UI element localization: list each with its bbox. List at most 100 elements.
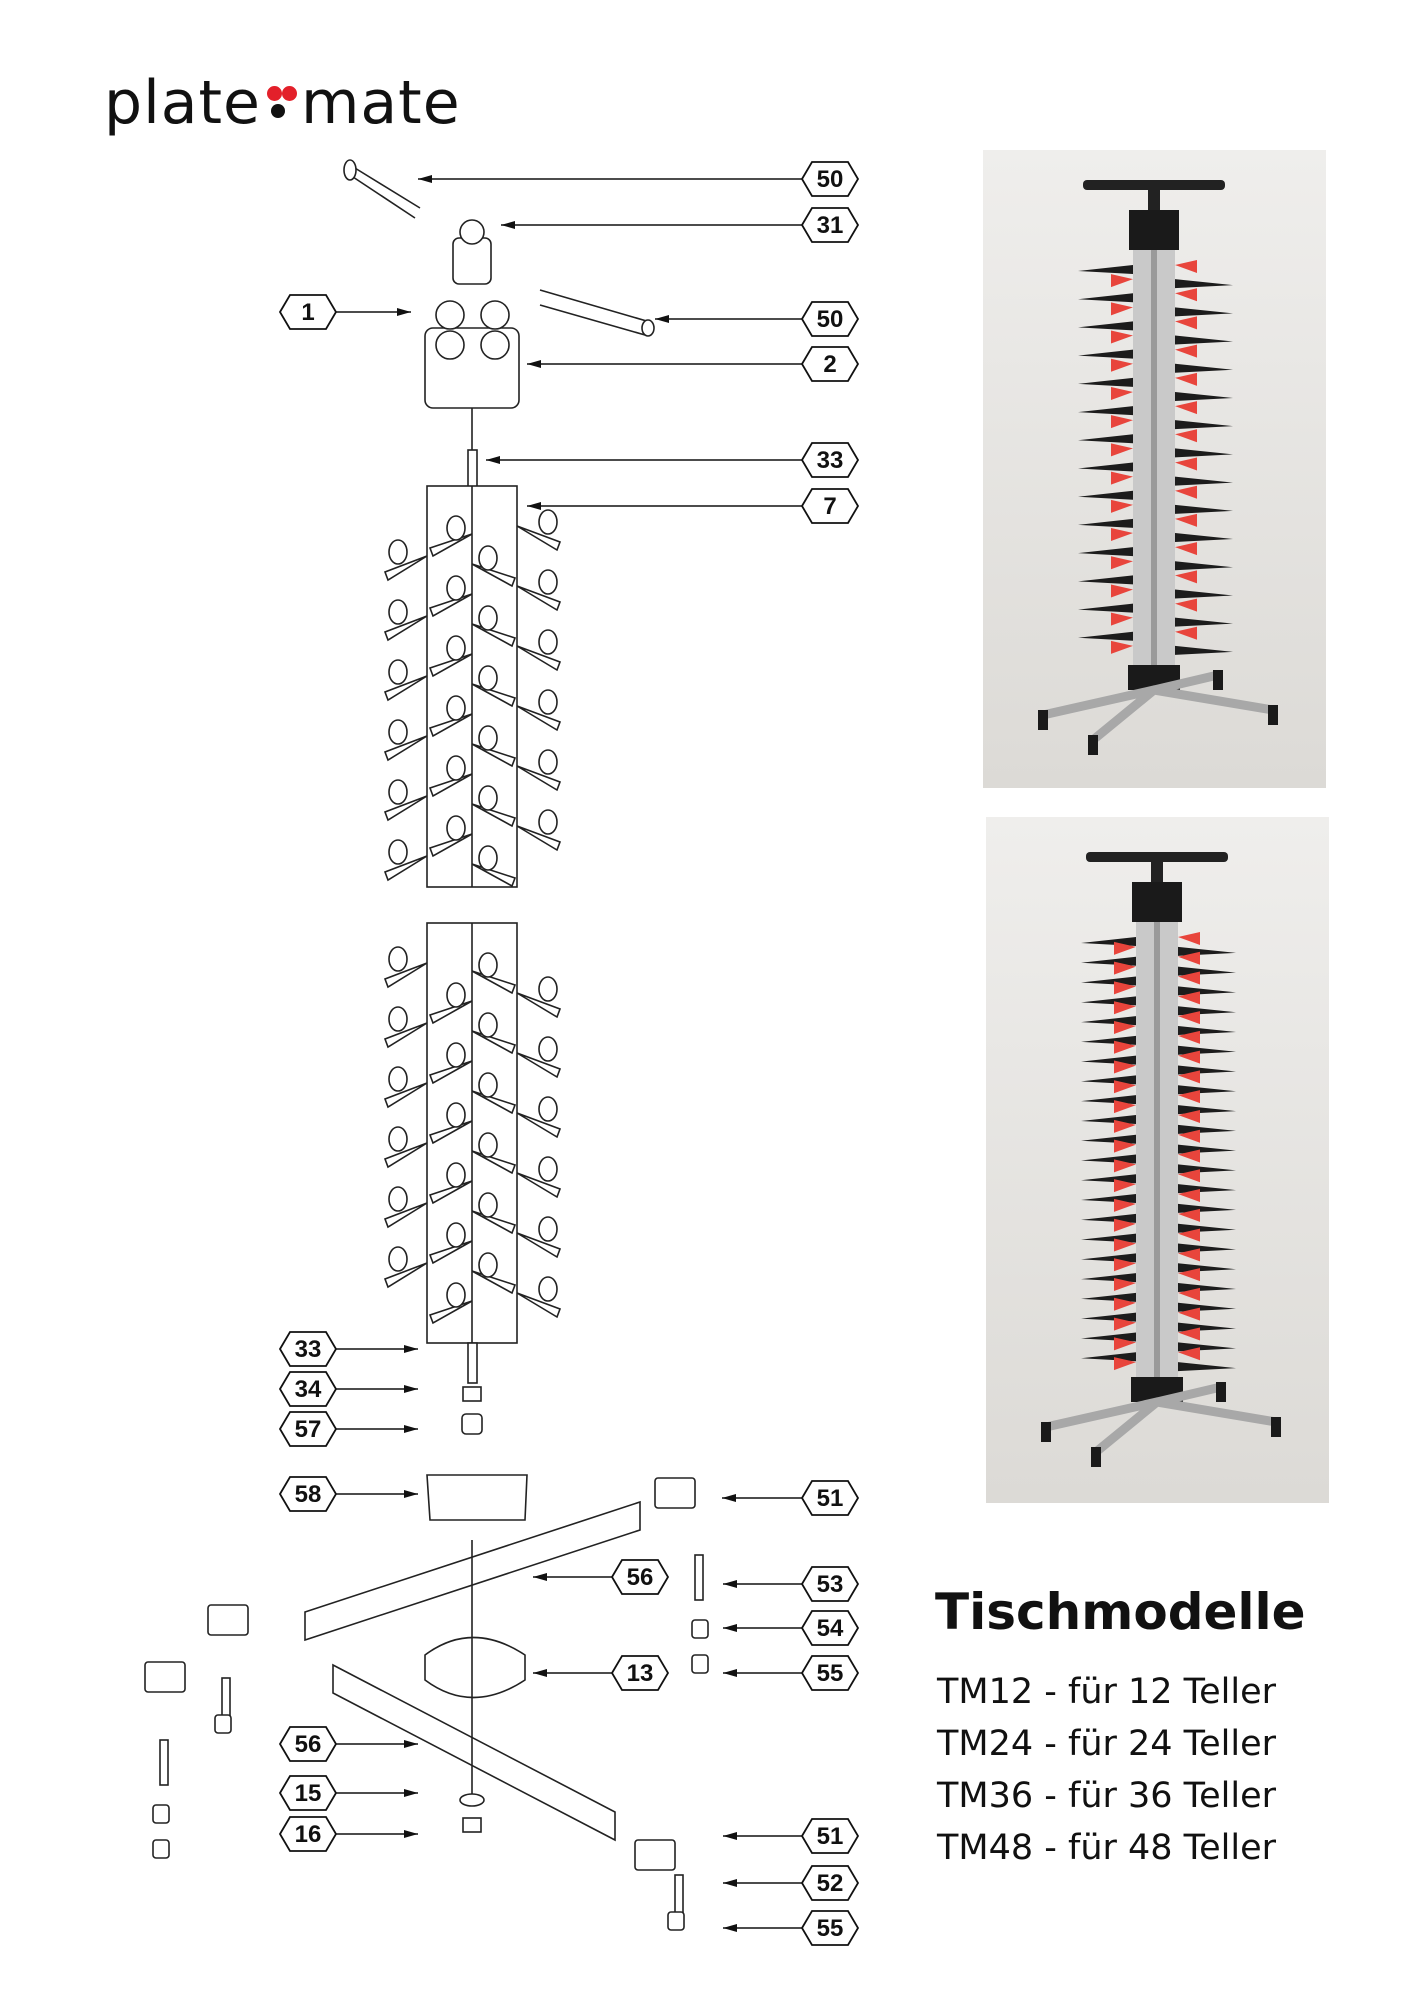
peg-black — [1078, 265, 1133, 274]
peg-black — [1081, 1352, 1136, 1362]
callout-number: 58 — [295, 1481, 322, 1508]
callout-hexagon — [278, 1411, 338, 1447]
handle-end — [343, 159, 357, 181]
peg-cone — [446, 695, 466, 721]
peg-red — [1175, 429, 1197, 443]
peg-cone — [478, 1012, 498, 1038]
peg-cone — [388, 599, 408, 625]
callout-number: 1 — [301, 299, 314, 326]
peg-red — [1114, 1179, 1136, 1193]
nut — [462, 1386, 482, 1402]
peg-red — [1178, 1050, 1200, 1064]
peg-red — [1178, 971, 1200, 985]
plate-peg — [516, 765, 562, 792]
spacer — [461, 1413, 483, 1435]
peg-cone — [446, 515, 466, 541]
peg-red — [1178, 1268, 1200, 1282]
peg-black — [1178, 1085, 1236, 1095]
callout-58: 58 — [278, 1476, 418, 1512]
peg-cone — [478, 785, 498, 811]
peg-black — [1081, 1016, 1136, 1026]
arrowhead-icon — [722, 1494, 736, 1502]
peg-black — [1178, 1362, 1236, 1372]
arrowhead-icon — [527, 502, 541, 510]
plate-peg — [471, 743, 517, 768]
peg-black — [1078, 631, 1133, 641]
callout-hexagon — [800, 1818, 860, 1854]
peg-black — [1175, 279, 1233, 289]
peg-red — [1178, 1129, 1200, 1143]
peg-cone — [538, 689, 558, 715]
base-socket — [426, 1474, 528, 1521]
plate-peg — [516, 825, 562, 852]
peg-red — [1114, 1119, 1136, 1133]
callout-hexagon — [800, 301, 860, 337]
peg-black — [1178, 1045, 1236, 1055]
peg-black — [1078, 547, 1133, 557]
tower-top-cap — [1129, 210, 1179, 250]
plate-peg — [428, 1300, 473, 1325]
tower-foot — [1088, 735, 1098, 755]
callout-15: 15 — [278, 1775, 418, 1811]
peg-cone — [388, 539, 408, 565]
arrowhead-icon — [527, 360, 541, 368]
peg-black — [1078, 575, 1133, 585]
callout-number: 55 — [817, 1660, 844, 1687]
peg-red — [1111, 330, 1133, 344]
peg-black — [1178, 1105, 1236, 1115]
plate-peg — [428, 1120, 473, 1145]
plate-peg — [383, 615, 428, 642]
plate-peg — [471, 1270, 517, 1295]
arrowhead-icon — [404, 1490, 418, 1498]
peg-black — [1178, 1322, 1236, 1332]
plate-peg — [471, 1030, 517, 1055]
callout-55: 55 — [723, 1910, 860, 1946]
callout-31: 31 — [501, 207, 860, 243]
foot-cap — [207, 1604, 249, 1636]
peg-red — [1178, 1347, 1200, 1361]
tower-foot — [1216, 1382, 1226, 1402]
peg-red — [1178, 932, 1200, 945]
plate-peg — [428, 653, 473, 678]
knob — [435, 330, 465, 360]
peg-black — [1178, 1006, 1236, 1016]
peg-black — [1081, 1312, 1136, 1322]
arrowhead-icon — [533, 1669, 547, 1677]
model-tm36: TM36 - für 36 Teller — [937, 1776, 1277, 1816]
spacer — [152, 1804, 170, 1824]
callout-number: 34 — [295, 1376, 322, 1403]
peg-red — [1114, 941, 1136, 955]
plate-peg — [471, 1150, 517, 1175]
tower-handle — [1083, 180, 1225, 190]
peg-black — [1175, 504, 1233, 514]
callout-number: 56 — [295, 1731, 322, 1758]
handle-bar — [349, 164, 651, 336]
callout-57: 57 — [278, 1411, 418, 1447]
callout-hexagon — [800, 346, 860, 382]
peg-black — [1178, 1203, 1236, 1213]
peg-red — [1178, 1307, 1200, 1321]
peg-cone — [388, 839, 408, 865]
tower-cross-base — [1042, 670, 1274, 744]
peg-black — [1081, 1055, 1136, 1065]
peg-black — [1081, 1114, 1136, 1124]
model-tm24: TM24 - für 24 Teller — [937, 1724, 1277, 1764]
knob — [480, 300, 510, 330]
callout-hexagon — [800, 1610, 860, 1646]
peg-red — [1175, 513, 1197, 527]
peg-cone — [478, 1132, 498, 1158]
plate-peg — [516, 645, 562, 672]
peg-red — [1114, 1020, 1136, 1034]
callout-number: 51 — [817, 1485, 844, 1512]
peg-cone — [538, 1276, 558, 1302]
callout-number: 52 — [817, 1870, 844, 1897]
callout-hexagon — [278, 1775, 338, 1811]
peg-red — [1178, 1189, 1200, 1203]
plate-peg — [471, 563, 517, 588]
plate-peg — [428, 1180, 473, 1205]
arrowhead-icon — [723, 1624, 737, 1632]
plate-peg — [383, 1142, 428, 1169]
peg-cone — [478, 1072, 498, 1098]
peg-red — [1114, 1357, 1136, 1371]
